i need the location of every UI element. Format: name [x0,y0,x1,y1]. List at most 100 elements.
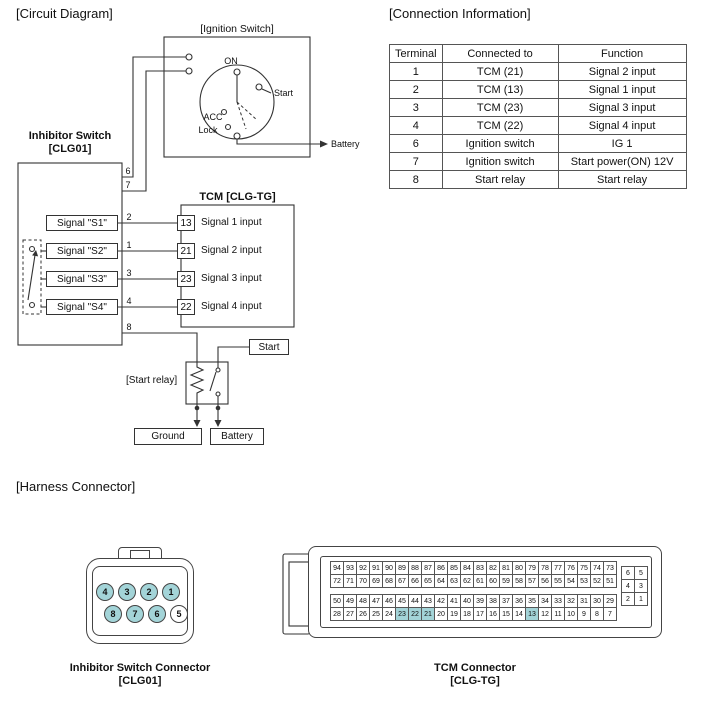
tcm-pin-65: 65 [421,574,434,587]
tcm-pin-19: 19 [447,607,460,620]
tcm-pin-10: 10 [564,607,577,620]
inhibitor-connector-code: [CLG01] [118,675,162,687]
tcm-pin-40: 40 [460,594,473,607]
tcm-pin-32: 32 [564,594,577,607]
table-cell: TCM (23) [441,98,559,117]
tcm-pin-41: 41 [447,594,460,607]
signal-s1-box: Signal "S1" [46,215,118,231]
table-cell: 4 [389,116,443,135]
tcm-pin-88: 88 [408,561,421,574]
inhibitor-pin-2: 2 [140,583,158,601]
wire-2-label: 2 [126,212,131,222]
tcm-pin-12: 12 [538,607,551,620]
tcm-pin-91: 91 [369,561,382,574]
inhibitor-pin-4: 4 [96,583,114,601]
tcm-pin-box-23: 23 [177,271,195,287]
tcm-pin-28: 28 [330,607,343,620]
tcm-pin-label-1: Signal 1 input [201,217,262,228]
table-cell: 3 [389,98,443,117]
ignition-start-label: Start [274,88,294,98]
tcm-pin-48: 48 [356,594,369,607]
tcm-pin-29: 29 [603,594,616,607]
tcm-pin-81: 81 [499,561,512,574]
tcm-pin-38: 38 [486,594,499,607]
signal-s4-box: Signal "S4" [46,299,118,315]
table-cell: TCM (21) [441,62,559,81]
tcm-pin-87: 87 [421,561,434,574]
tcm-pin-70: 70 [356,574,369,587]
tcm-pin-7: 7 [603,607,616,620]
tcm-pin-47: 47 [369,594,382,607]
table-cell: Ignition switch [441,134,559,153]
relay-terminal-dot [215,405,221,411]
table-cell: Signal 4 input [557,116,687,135]
tcm-pin-64: 64 [434,574,447,587]
tcm-pin-50: 50 [330,594,343,607]
table-cell: 8 [389,170,443,189]
tcm-pin-box-13: 13 [177,215,195,231]
tcm-pin-63: 63 [447,574,460,587]
tcm-pin-69: 69 [369,574,382,587]
tcm-pin-55: 55 [551,574,564,587]
wire-1-label: 1 [126,240,131,250]
tcm-pin-3: 3 [634,579,647,592]
start-relay-label: [Start relay] [126,375,178,386]
table-cell: 6 [389,134,443,153]
ignition-lock-label: Lock [198,125,218,135]
tcm-pin-60: 60 [486,574,499,587]
tcm-pin-20: 20 [434,607,447,620]
tcm-pin-59: 59 [499,574,512,587]
inhibitor-pin-5: 5 [170,605,188,623]
relay-terminal-dot [194,405,200,411]
tcm-pin-74: 74 [590,561,603,574]
tcm-title: TCM [CLG-TG] [199,191,276,203]
signal-s2-box: Signal "S2" [46,243,118,259]
tcm-pin-33: 33 [551,594,564,607]
tcm-pin-72: 72 [330,574,343,587]
inhibitor-pin-1: 1 [162,583,180,601]
table-cell: Ignition switch [441,152,559,171]
tcm-pin-58: 58 [512,574,525,587]
table-header-cell: Terminal [389,44,443,63]
tcm-pin-6: 6 [621,566,634,579]
tcm-pin-box-22: 22 [177,299,195,315]
wire-8-label: 8 [126,322,131,332]
ignition-switch-drawing [163,36,320,158]
circuit-diagram-section-label: [Circuit Diagram] [16,6,113,21]
tcm-pin-82: 82 [486,561,499,574]
tcm-pin-42: 42 [434,594,447,607]
inhibitor-pin-6: 6 [148,605,166,623]
tcm-pin-56: 56 [538,574,551,587]
table-cell: Signal 1 input [557,80,687,99]
tcm-connector-bracket [282,553,311,635]
table-header-cell: Connected to [441,44,559,63]
circuit-wires [118,56,249,362]
tcm-pin-75: 75 [577,561,590,574]
table-cell: 7 [389,152,443,171]
tcm-pin-62: 62 [460,574,473,587]
table-cell: TCM (13) [441,80,559,99]
tcm-pin-52: 52 [590,574,603,587]
wire-6-label: 6 [125,166,130,176]
tcm-pin-17: 17 [473,607,486,620]
tcm-pin-box-21: 21 [177,243,195,259]
inhibitor-connector-caption: Inhibitor Switch Connector [69,662,211,674]
inhibitor-connector-inner-shell [92,566,188,636]
tcm-pin-45: 45 [395,594,408,607]
tcm-pin-89: 89 [395,561,408,574]
tcm-pin-53: 53 [577,574,590,587]
inhibitor-pin-8: 8 [104,605,122,623]
table-cell: Start power(ON) 12V [557,152,687,171]
table-cell: Start relay [441,170,559,189]
tcm-pin-34: 34 [538,594,551,607]
tcm-pin-13: 13 [525,607,538,620]
table-cell: TCM (22) [441,116,559,135]
wire-3-label: 3 [126,268,131,278]
tcm-pin-22: 22 [408,607,421,620]
battery-box: Battery [210,428,264,445]
